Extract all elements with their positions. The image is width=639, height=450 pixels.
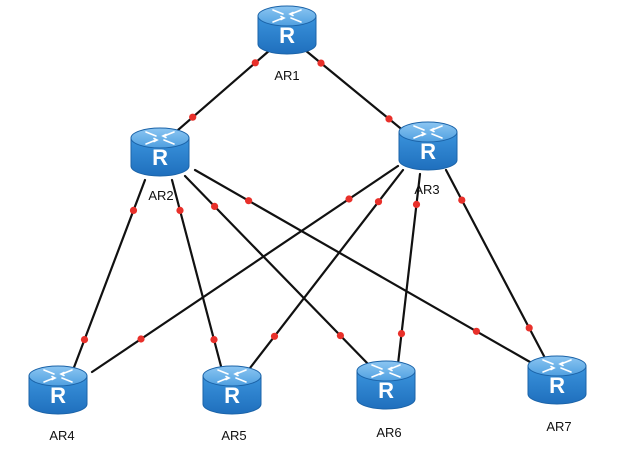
interface-port-ar2 (189, 113, 197, 121)
interface-port-ar4 (80, 336, 89, 344)
router-ar3[interactable]: R AR3 (398, 121, 458, 197)
interface-port-ar2 (176, 206, 184, 214)
interface-port-ar3 (374, 198, 383, 206)
interface-port-ar3 (385, 115, 393, 123)
interface-port-ar4 (137, 335, 145, 343)
router-letter: R (279, 23, 295, 48)
router-ar2[interactable]: R AR2 (130, 127, 190, 203)
router-label: AR4 (49, 428, 74, 443)
interface-port-ar5 (270, 332, 279, 340)
router-icon: R (202, 365, 262, 415)
router-icon: R (28, 365, 88, 415)
links-layer (71, 48, 547, 374)
router-label: AR1 (274, 68, 299, 83)
router-label: AR3 (414, 182, 439, 197)
router-letter: R (420, 139, 436, 164)
interface-port-ar2 (211, 202, 219, 210)
router-ar5[interactable]: R AR5 (202, 365, 262, 443)
router-letter: R (152, 145, 168, 170)
router-label: AR2 (148, 188, 173, 203)
ports-layer (80, 59, 533, 344)
interface-port-ar3 (412, 200, 421, 208)
router-label: AR6 (376, 425, 401, 440)
interface-port-ar1 (317, 59, 325, 67)
router-ar1[interactable]: R AR1 (257, 5, 317, 83)
router-icon: R (130, 127, 190, 177)
router-icon: R (356, 360, 416, 410)
router-ar4[interactable]: R AR4 (28, 365, 88, 443)
router-letter: R (224, 383, 240, 408)
router-ar7[interactable]: R AR7 (527, 355, 587, 434)
interface-port-ar2 (129, 206, 138, 214)
router-label: AR7 (546, 419, 571, 434)
router-icon: R (398, 121, 458, 171)
interface-port-ar6 (336, 332, 344, 340)
interface-port-ar1 (251, 59, 259, 67)
interface-port-ar2 (245, 197, 253, 205)
interface-port-ar5 (210, 336, 218, 344)
interface-port-ar6 (397, 330, 406, 338)
interface-port-ar7 (525, 324, 533, 332)
interface-port-ar3 (345, 195, 353, 203)
interface-port-ar7 (472, 327, 480, 335)
router-ar6[interactable]: R AR6 (356, 360, 416, 440)
router-letter: R (378, 378, 394, 403)
router-letter: R (549, 373, 565, 398)
interface-port-ar3 (458, 196, 466, 204)
router-label: AR5 (221, 428, 246, 443)
router-icon: R (527, 355, 587, 405)
router-letter: R (50, 383, 66, 408)
link-ar2-ar7[interactable] (193, 168, 532, 364)
router-icon: R (257, 5, 317, 55)
